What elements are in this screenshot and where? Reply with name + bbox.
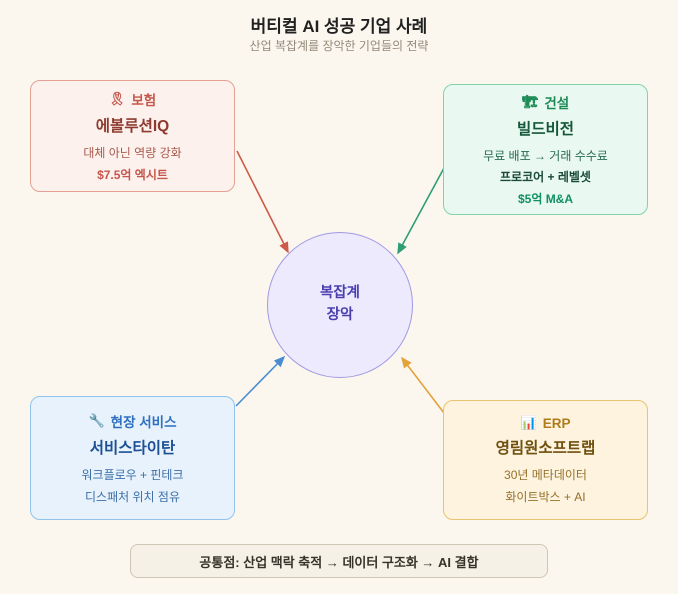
card-construction-category-label: 건설 xyxy=(544,96,570,112)
arrow-field-service-to-center xyxy=(235,355,286,407)
card-field-service-detail-2: 디스패처 위치 점유 xyxy=(85,489,180,504)
wrench-icon: 🔧 xyxy=(88,413,105,429)
card-erp-detail-1: 30년 메타데이터 xyxy=(504,468,587,483)
card-insurance-category: 🎗 보험 xyxy=(109,89,156,109)
page-title: 버티컬 AI 성공 기업 사례 xyxy=(250,17,428,36)
card-field-service-category: 🔧 현장 서비스 xyxy=(88,411,176,431)
center-node-label-line1: 복잡계 xyxy=(319,285,361,302)
card-construction: 🏗 건설 빌드비전 무료 배포 → 거래 수수료 프로코어 + 레벨셋 $5억 … xyxy=(443,84,648,215)
card-erp-detail-2: 화이트박스 + AI xyxy=(505,489,586,504)
card-erp-category: 📊 ERP xyxy=(521,415,571,431)
card-construction-detail-3: $5억 M&A xyxy=(517,191,574,206)
card-construction-company: 빌드비전 xyxy=(516,121,575,139)
card-erp: 📊 ERP 영림원소프트랩 30년 메타데이터 화이트박스 + AI xyxy=(443,400,648,520)
card-construction-detail-2: 프로코어 + 레벨셋 xyxy=(500,170,591,185)
bar-chart-icon: 📊 xyxy=(520,415,537,431)
card-insurance: 🎗 보험 에볼루션IQ 대체 아닌 역량 강화 $7.5억 엑시트 xyxy=(30,80,235,192)
card-field-service: 🔧 현장 서비스 서비스타이탄 워크플로우 + 핀테크 디스패처 위치 점유 xyxy=(30,396,235,520)
center-node-label-line2: 장악 xyxy=(326,307,354,323)
card-insurance-category-label: 보험 xyxy=(131,93,157,109)
card-construction-category: 🏗 건설 xyxy=(522,92,569,112)
summary-bar: 공통점: 산업 맥락 축적 → 데이터 구조화 → AI 결합 xyxy=(130,544,548,578)
card-erp-company: 영림원소프트랩 xyxy=(495,440,596,458)
card-field-service-detail-1: 워크플로우 + 핀테크 xyxy=(81,468,184,483)
center-node: 복잡계 장악 xyxy=(267,232,413,378)
card-erp-category-label: ERP xyxy=(542,415,571,431)
card-field-service-company: 서비스타이탄 xyxy=(89,440,176,458)
arrow-construction-to-center xyxy=(397,167,445,255)
card-insurance-company: 에볼루션IQ xyxy=(95,118,170,136)
card-construction-detail-1: 무료 배포 → 거래 수수료 xyxy=(483,149,608,164)
construction-crane-icon: 🏗 xyxy=(521,94,539,110)
card-field-service-category-label: 현장 서비스 xyxy=(110,415,177,431)
summary-text: 공통점: 산업 맥락 축적 → 데이터 구조화 → AI 결합 xyxy=(199,554,479,570)
arrow-insurance-to-center xyxy=(236,150,289,254)
page-subtitle: 산업 복잡계를 장악한 기업들의 전략 xyxy=(249,39,429,53)
insurance-ribbon-icon: 🎗 xyxy=(108,91,126,107)
card-insurance-detail-1: 대체 아닌 역량 강화 xyxy=(83,146,182,161)
card-insurance-detail-2: $7.5억 엑시트 xyxy=(97,167,168,182)
arrow-erp-to-center xyxy=(401,356,445,414)
